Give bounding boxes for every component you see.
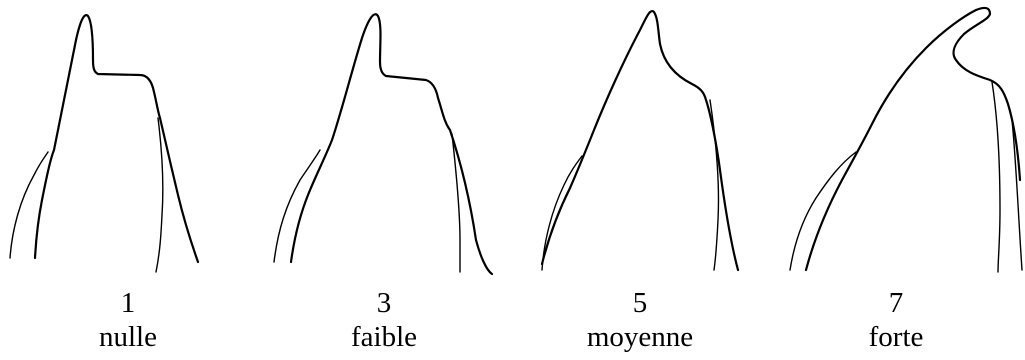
leaf-drawing-7: [789, 6, 1023, 273]
caption-1: 1 nulle: [0, 286, 256, 354]
caption-7: 7 forte: [768, 286, 1024, 354]
panel-3: 3 faible: [256, 0, 512, 360]
leaf-inner-line-1b: [155, 117, 164, 273]
caption-label: nulle: [99, 321, 157, 353]
leaf-inner-line-3: [273, 149, 321, 263]
leaf-inner-line-5b: [709, 99, 720, 271]
leaf-drawing-1: [9, 14, 200, 273]
leaf-outline-3: [289, 13, 494, 276]
leaf-outline-5: [540, 10, 740, 272]
leaf-outline-1: [33, 14, 200, 264]
panel-5: 5 moyenne: [512, 0, 768, 360]
caption-label: faible: [350, 321, 417, 353]
leaf-inner-line-3b: [451, 133, 461, 273]
leaf-inner-line-7b: [991, 81, 1001, 273]
caption-number: 3: [376, 287, 392, 319]
caption-number: 1: [120, 287, 136, 319]
caption-label: moyenne: [586, 321, 694, 353]
caption-label: forte: [868, 321, 924, 353]
leaf-inner-line-1: [9, 151, 49, 259]
leaf-outline-7: [804, 6, 1022, 272]
leaf-drawing-3: [273, 13, 494, 276]
caption-number: 5: [632, 287, 648, 319]
leaf-inner-line-5: [541, 155, 583, 271]
caption-number: 7: [888, 287, 904, 319]
caption-3: 3 faible: [256, 286, 512, 354]
leaf-inner-line-7c: [1011, 119, 1023, 271]
leaf-inner-line-7: [789, 151, 857, 271]
panel-1: 1 nulle: [0, 0, 256, 360]
leaf-drawing-5: [540, 10, 740, 272]
caption-5: 5 moyenne: [512, 286, 768, 354]
panel-7: 7 forte: [768, 0, 1024, 360]
